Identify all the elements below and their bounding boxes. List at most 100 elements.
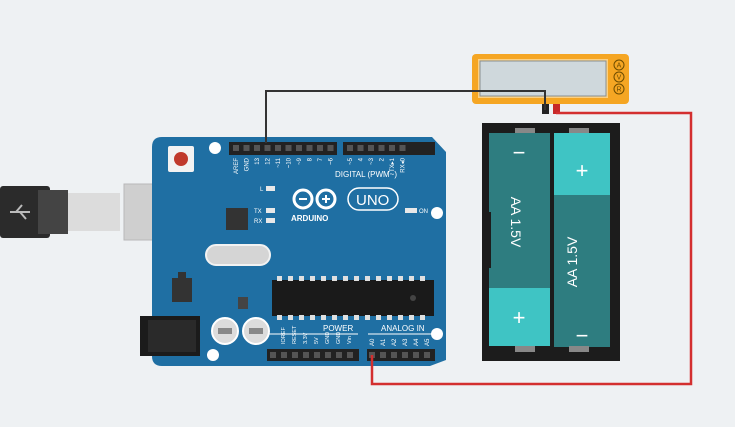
black-wire[interactable] xyxy=(265,90,546,143)
small-component xyxy=(238,297,248,309)
pin-label: GND xyxy=(245,157,251,171)
header-pin[interactable] xyxy=(399,145,406,151)
led-on-label: ON xyxy=(419,209,428,215)
pin-label: TX▸1 xyxy=(390,157,396,172)
power-pin-label: 3.3V xyxy=(303,332,309,344)
header-pin[interactable] xyxy=(243,145,250,151)
header-pin[interactable] xyxy=(264,145,271,151)
header-pin[interactable] xyxy=(380,352,386,358)
power-pin-label: 5V xyxy=(314,337,320,344)
analog-pin-label: A4 xyxy=(414,338,420,346)
led-l-label: L xyxy=(260,187,264,193)
arduino-brand: ARDUINO xyxy=(291,214,328,223)
pin-label: AREF xyxy=(234,158,240,174)
header-pin[interactable] xyxy=(424,352,430,358)
header-pin[interactable] xyxy=(270,352,276,358)
pin-label: 4 xyxy=(359,157,365,161)
capacitor xyxy=(242,317,270,345)
header-pin[interactable] xyxy=(306,145,313,151)
pin-label: ~9 xyxy=(297,157,303,165)
mode-label: A xyxy=(617,63,622,70)
analog-pin-label: A1 xyxy=(381,338,387,346)
mounting-hole xyxy=(207,349,219,361)
pin-label: ~5 xyxy=(348,157,354,165)
cell1-label: AA 1.5V xyxy=(508,197,524,248)
led-tx xyxy=(266,208,275,213)
header-pin[interactable] xyxy=(314,352,320,358)
multimeter[interactable]: AVR xyxy=(472,54,629,114)
pin-label: ~10 xyxy=(287,157,293,168)
pin-label: RX◂0 xyxy=(401,157,407,172)
cell2-top-terminal: + xyxy=(576,158,589,183)
cell1-bottom-terminal: + xyxy=(513,305,526,330)
power-pin-label: Vin xyxy=(347,336,353,344)
capacitor xyxy=(211,317,239,345)
header-pin[interactable] xyxy=(233,145,239,151)
mode-a-button[interactable]: A xyxy=(613,59,625,71)
led-l xyxy=(266,186,275,191)
pin-label: 13 xyxy=(255,157,261,164)
mode-label: R xyxy=(616,87,621,94)
pin-label: ~11 xyxy=(276,157,282,167)
red-wire-to-a0[interactable] xyxy=(370,111,693,386)
usb-cable[interactable] xyxy=(0,183,167,241)
pin-label: 2 xyxy=(380,157,386,161)
battery-cell-2[interactable]: + − AA 1.5V xyxy=(554,128,619,352)
crystal-oscillator xyxy=(205,244,271,266)
mode-r-button[interactable]: R xyxy=(613,83,625,95)
usb-icon xyxy=(10,204,30,220)
atmega-microcontroller xyxy=(272,276,434,320)
header-pin[interactable] xyxy=(347,145,353,151)
power-pin-label: IOREF xyxy=(281,327,287,344)
power-pin-label: GND xyxy=(325,332,331,344)
battery-cell-1[interactable]: − + AA 1.5V xyxy=(483,128,550,352)
header-pin[interactable] xyxy=(413,352,419,358)
analog-pin-label: A5 xyxy=(425,338,431,346)
header-pin[interactable] xyxy=(378,145,385,151)
led-rx xyxy=(266,218,275,223)
usb-controller-chip xyxy=(226,208,248,230)
header-pin[interactable] xyxy=(357,145,364,151)
header-pin[interactable] xyxy=(327,145,334,151)
header-pin[interactable] xyxy=(281,352,287,358)
led-tx-label: TX xyxy=(254,209,262,215)
power-label: POWER xyxy=(323,324,353,333)
digital-header-label: DIGITAL (PWM~) xyxy=(335,170,397,179)
header-pin[interactable] xyxy=(292,352,298,358)
mounting-hole xyxy=(209,142,221,154)
header-pin[interactable] xyxy=(325,352,331,358)
uno-badge xyxy=(347,187,399,211)
reset-button[interactable] xyxy=(168,146,194,172)
probe-positive[interactable] xyxy=(553,104,560,114)
header-pin[interactable] xyxy=(368,145,374,151)
mode-v-button[interactable]: V xyxy=(613,71,625,83)
header-pin[interactable] xyxy=(347,352,353,358)
arduino-infinity-logo xyxy=(292,188,337,210)
pin-label: 12 xyxy=(266,157,272,164)
header-pin[interactable] xyxy=(275,145,281,151)
battery-holder-2xaa[interactable]: − + AA 1.5V + − AA 1.5V xyxy=(482,123,620,361)
analog-pin-label: A3 xyxy=(403,338,409,346)
header-pin[interactable] xyxy=(336,352,342,358)
model-label: UNO xyxy=(356,192,389,209)
header-pin[interactable] xyxy=(254,145,260,151)
pin-label: ~6 xyxy=(329,157,335,165)
header-pin[interactable] xyxy=(389,145,395,151)
cell2-label: AA 1.5V xyxy=(564,236,580,287)
header-pin[interactable] xyxy=(296,145,302,151)
led-on xyxy=(405,208,417,213)
power-pin-label: RESET xyxy=(292,325,298,344)
header-pin[interactable] xyxy=(317,145,323,151)
power-pin-label: GND xyxy=(336,332,342,344)
header-pin[interactable] xyxy=(402,352,408,358)
header-pin[interactable] xyxy=(285,145,292,151)
power-header xyxy=(267,349,359,361)
pin-label: ~3 xyxy=(369,157,375,165)
header-pin[interactable] xyxy=(303,352,309,358)
mode-label: V xyxy=(617,75,622,82)
cell2-bottom-terminal: − xyxy=(576,323,589,348)
analog-label: ANALOG IN xyxy=(381,324,425,333)
header-pin[interactable] xyxy=(391,352,397,358)
